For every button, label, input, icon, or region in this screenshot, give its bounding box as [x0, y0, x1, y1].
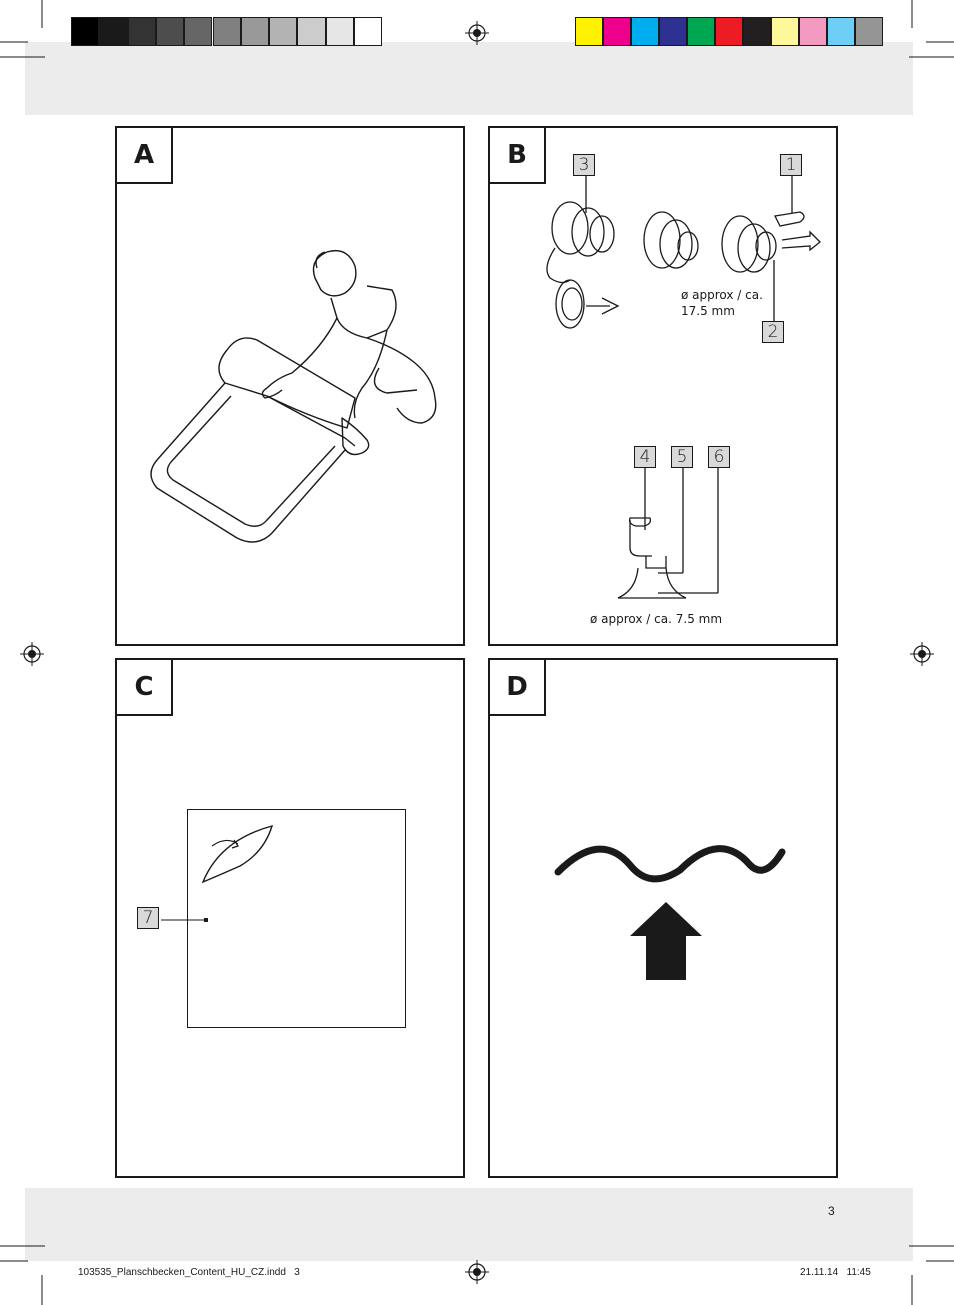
gray-swatch [240, 17, 270, 46]
gray-swatch [184, 17, 213, 46]
color-swatch [827, 17, 855, 46]
callout-line [161, 918, 208, 922]
panel-c [115, 658, 465, 1178]
footer-band [25, 1188, 913, 1261]
color-swatch [631, 17, 659, 46]
callout-4: 4 [634, 446, 656, 468]
callout-2: 2 [762, 321, 784, 343]
footer-file-name: 103535_Planschbecken_Content_HU_CZ.indd … [78, 1267, 300, 1278]
repair-patch [187, 809, 406, 1028]
callout-5: 5 [671, 446, 693, 468]
panel-c-label: C [115, 658, 173, 716]
page-number: 3 [828, 1204, 835, 1218]
gray-swatch [269, 17, 298, 46]
color-swatch [771, 17, 799, 46]
header-band [25, 42, 913, 115]
registration-mark-icon [910, 642, 934, 666]
valve-diameter-large-label: ø approx / ca. 17.5 mm [681, 288, 763, 318]
valve-diameter-small-label: ø approx / ca. 7.5 mm [590, 612, 723, 626]
registration-mark-icon [20, 642, 44, 666]
water-up-arrow-icon [554, 845, 786, 980]
panel-b [488, 126, 838, 646]
gray-swatch [99, 17, 128, 46]
color-swatch [687, 17, 715, 46]
color-swatch [743, 17, 771, 46]
panel-b-label: B [488, 126, 546, 184]
gray-swatch [127, 17, 156, 46]
gray-swatch [212, 17, 241, 46]
footer-timestamp: 21.11.14 11:45 [800, 1267, 871, 1278]
color-swatch [715, 17, 743, 46]
callout-1: 1 [780, 154, 802, 176]
color-swatch [659, 17, 687, 46]
color-swatch [855, 17, 883, 46]
callout-6: 6 [708, 446, 730, 468]
registration-mark-icon [465, 1260, 489, 1284]
callout-3: 3 [573, 154, 595, 176]
panel-a-label: A [115, 126, 173, 184]
gray-swatch [325, 17, 354, 46]
panel-d [488, 658, 838, 1178]
color-swatch [575, 17, 603, 46]
registration-mark-icon [465, 21, 489, 45]
gray-swatch [71, 17, 100, 46]
gray-swatch [155, 17, 185, 46]
callout-7: 7 [137, 907, 159, 929]
panel-a-illustration [150, 249, 437, 543]
color-swatch [799, 17, 827, 46]
gray-swatch [354, 17, 383, 46]
gray-swatch [297, 17, 326, 46]
panel-d-label: D [488, 658, 546, 716]
color-swatch [603, 17, 631, 46]
panel-a [115, 126, 465, 646]
valve-illustration [546, 176, 821, 599]
peel-backing-icon [201, 824, 274, 884]
